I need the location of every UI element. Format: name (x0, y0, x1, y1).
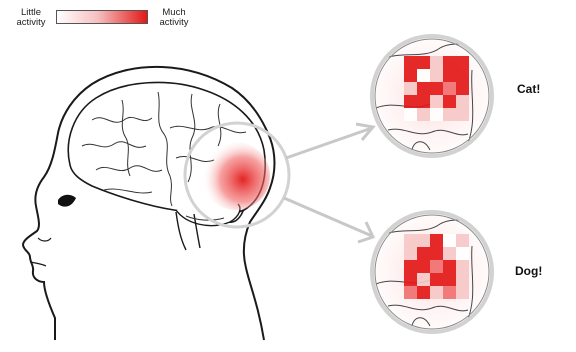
cat-pixel (443, 69, 456, 82)
dog-pixel (417, 260, 430, 273)
dog-pixel (443, 260, 456, 273)
dog-pixel (430, 273, 443, 286)
dog-pixel (404, 273, 417, 286)
dog-pixel (417, 234, 430, 247)
arrow-to-dog (284, 198, 373, 242)
cat-pixel (456, 108, 469, 121)
dog-pixel (404, 286, 417, 299)
dog-pixel (443, 247, 456, 260)
dog-activity-pixels (404, 234, 469, 299)
cat-pixel (417, 82, 430, 95)
dog-pixel (404, 234, 417, 247)
dog-pixel (456, 234, 469, 247)
cat-pixel (456, 95, 469, 108)
cat-pixel (443, 108, 456, 121)
cat-label: Cat! (517, 82, 540, 96)
cat-activity-pixels (404, 56, 469, 121)
nostril-line (38, 238, 51, 241)
cat-pixel (404, 108, 417, 121)
dog-pixel (456, 247, 469, 260)
dog-pixel (417, 273, 430, 286)
occipital-activity-region (202, 142, 270, 210)
cat-pixel (417, 95, 430, 108)
dog-pixel (430, 260, 443, 273)
dog-pixel (430, 234, 443, 247)
dog-pixel (456, 286, 469, 299)
cat-pixel (417, 69, 430, 82)
dog-pixel (404, 260, 417, 273)
cat-pixel (404, 69, 417, 82)
cat-pixel (417, 56, 430, 69)
cat-pixel (443, 95, 456, 108)
cat-pixel (456, 56, 469, 69)
eye-shape (58, 195, 76, 207)
dog-pixel (404, 247, 417, 260)
dog-pixel (417, 286, 430, 299)
cat-pixel (404, 95, 417, 108)
dog-pixel (443, 234, 456, 247)
dog-pixel (417, 247, 430, 260)
cat-pixel (456, 82, 469, 95)
dog-pixel (443, 286, 456, 299)
cat-pixel (430, 69, 443, 82)
dog-pixel (456, 260, 469, 273)
cat-response-inset (372, 36, 492, 156)
cat-pixel (456, 69, 469, 82)
cat-pixel (443, 56, 456, 69)
dog-pixel (443, 273, 456, 286)
dog-pixel (430, 286, 443, 299)
cat-pixel (430, 95, 443, 108)
cat-pixel (417, 108, 430, 121)
dog-pixel (456, 273, 469, 286)
dog-pixel (430, 247, 443, 260)
cat-pixel (430, 108, 443, 121)
cat-pixel (443, 82, 456, 95)
cat-pixel (404, 56, 417, 69)
dog-response-inset (372, 212, 492, 332)
dog-label: Dog! (515, 264, 542, 278)
cat-pixel (404, 82, 417, 95)
cat-pixel (430, 82, 443, 95)
cat-pixel (430, 56, 443, 69)
arrow-to-cat (286, 124, 373, 158)
